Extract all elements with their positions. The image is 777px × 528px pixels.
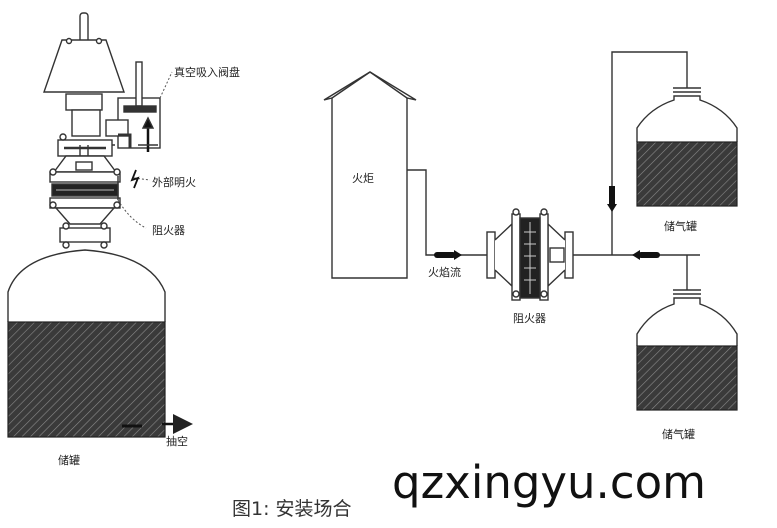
label-flame-arrester-right: 阻火器	[513, 312, 546, 325]
label-vacuum-valve: 真空吸入阀盘	[174, 66, 240, 79]
left-flow-arrow	[632, 250, 660, 260]
label-external-flame: 外部明火	[152, 176, 196, 189]
label-flare: 火炬	[352, 172, 374, 185]
flare-stack	[323, 71, 417, 279]
figure-caption: 图1: 安装场合	[232, 498, 352, 520]
gas-tank-bottom	[636, 289, 738, 411]
flame-flow-arrow	[434, 250, 462, 260]
right-flame-arrester	[486, 208, 574, 301]
watermark: qzxingyu.com	[392, 456, 706, 509]
label-gas-tank-bottom: 储气罐	[662, 428, 695, 441]
down-flow-arrow	[607, 186, 617, 212]
left-leader-lines	[117, 71, 173, 229]
label-storage-tank: 储罐	[58, 454, 80, 467]
gas-tank-piping	[611, 51, 688, 290]
left-storage-tank	[7, 249, 193, 438]
lightning-icon	[130, 169, 140, 189]
label-flame-arrester-left: 阻火器	[152, 224, 185, 237]
label-gas-tank-top: 储气罐	[664, 220, 697, 233]
label-evacuation: 抽空	[166, 435, 188, 448]
gas-tank-top	[636, 87, 738, 207]
label-flame-flow: 火焰流	[428, 266, 461, 279]
left-vent-valve-assembly	[43, 12, 161, 249]
